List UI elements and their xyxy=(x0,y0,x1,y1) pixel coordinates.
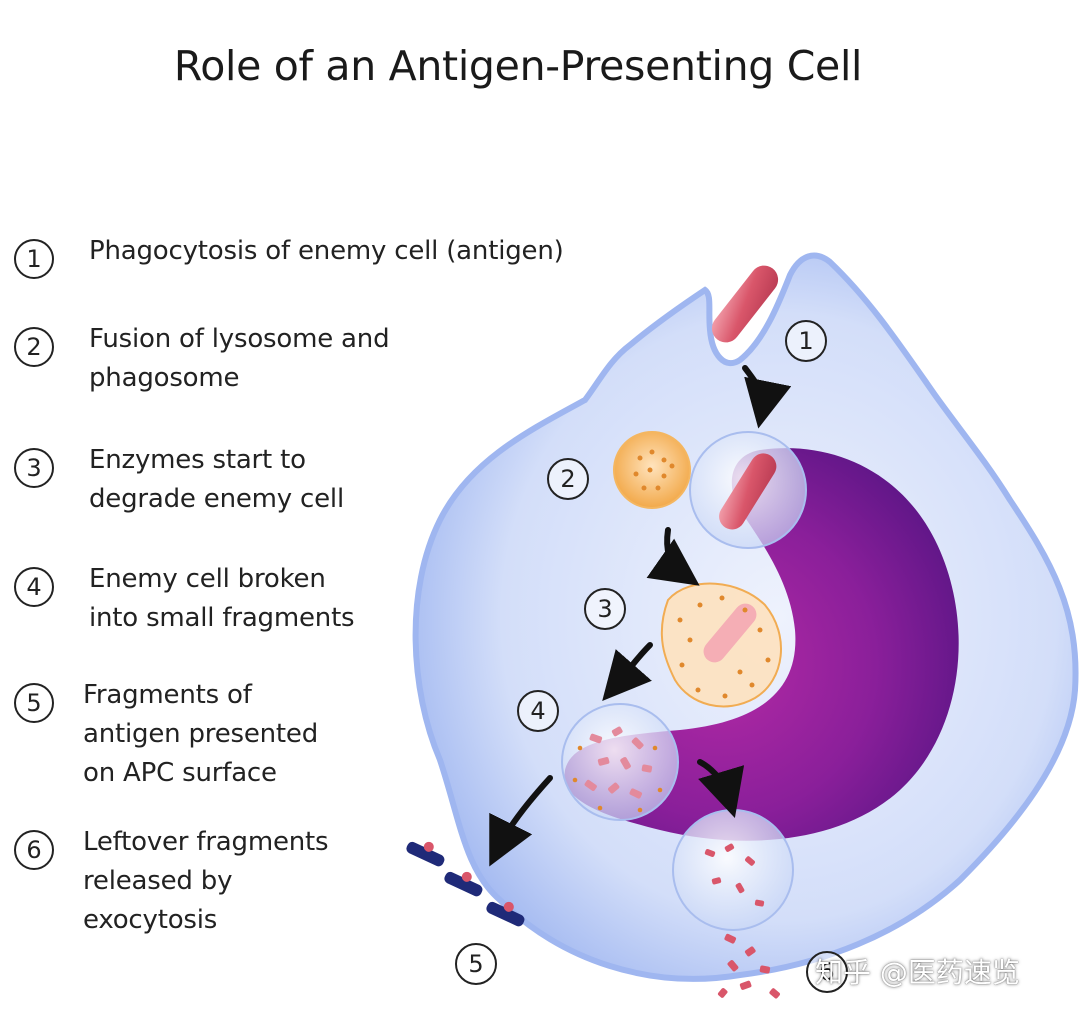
legend-number: 6 xyxy=(14,830,54,870)
legend-text: Fusion of lysosome and phagosome xyxy=(89,324,390,393)
step-marker-2: 2 xyxy=(547,458,589,500)
legend-number: 2 xyxy=(14,327,54,367)
engulfed-antigen xyxy=(719,453,777,530)
step-marker-6: 6 xyxy=(806,951,848,993)
legend-number: 3 xyxy=(14,448,54,488)
legend-text: Enemy cell broken into small fragments xyxy=(89,564,355,633)
released-fragments xyxy=(717,933,780,999)
step-marker-3: 3 xyxy=(584,588,626,630)
fragment-vesicle xyxy=(561,703,679,821)
leftover-fragments xyxy=(704,843,765,907)
page-title: Role of an Antigen-Presenting Cell xyxy=(173,42,863,90)
lysosome-enzymes xyxy=(633,449,675,491)
legend-text: Fragments of antigen presented on APC su… xyxy=(83,680,319,788)
degrading-antigen xyxy=(703,603,757,663)
degrading-enzymes xyxy=(677,595,771,699)
legend-number: 1 xyxy=(14,239,54,279)
step-marker-4: 4 xyxy=(517,690,559,732)
step-marker-1: 1 xyxy=(785,320,827,362)
antigen-cell xyxy=(711,265,779,343)
fragment-enzymes xyxy=(572,745,663,813)
step-marker-5: 5 xyxy=(455,943,497,985)
exocytosis-vesicle xyxy=(672,809,794,931)
legend-text: Leftover fragments released by exocytosi… xyxy=(83,827,329,935)
legend-number: 5 xyxy=(14,683,54,723)
watermark: 知乎 @医药速览 xyxy=(815,956,1020,989)
surface-presentation xyxy=(406,841,525,927)
antigen-fragments xyxy=(584,726,653,799)
legend-text: Phagocytosis of enemy cell (antigen) xyxy=(89,236,564,266)
process-arrows xyxy=(489,365,792,867)
legend-text: Enzymes start to degrade enemy cell xyxy=(89,445,344,514)
legend-number: 4 xyxy=(14,567,54,607)
